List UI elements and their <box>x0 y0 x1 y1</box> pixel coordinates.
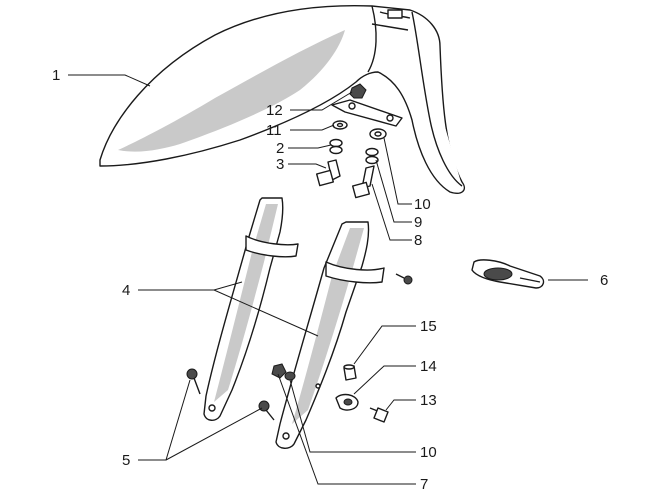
fork-cover-left <box>203 197 299 421</box>
screw-5b <box>258 400 275 421</box>
mounting-bracket <box>331 99 403 127</box>
nut-12 <box>349 83 367 99</box>
washer-11 <box>332 120 348 130</box>
washer-9 <box>365 147 379 165</box>
screw-13 <box>369 407 389 423</box>
callout-labels: 1 12 11 2 3 10 9 8 6 4 15 14 13 5 10 7 <box>52 67 608 493</box>
front-mudguard <box>99 4 466 194</box>
callout-9: 9 <box>414 214 422 231</box>
fork-cover-right <box>275 221 385 449</box>
callout-2: 2 <box>276 140 284 157</box>
spacer-15 <box>343 364 357 381</box>
washer-2 <box>329 138 343 155</box>
callout-10-upper: 10 <box>414 196 431 213</box>
screw-5a <box>186 368 201 395</box>
callout-15: 15 <box>420 318 437 335</box>
callout-4: 4 <box>122 282 130 299</box>
callout-13: 13 <box>420 392 437 409</box>
callout-12: 12 <box>266 102 283 119</box>
callout-14: 14 <box>420 358 437 375</box>
clamp-6 <box>471 259 545 289</box>
callout-5: 5 <box>122 452 130 469</box>
bolt-3 <box>315 159 341 187</box>
callout-8: 8 <box>414 232 422 249</box>
callout-11: 11 <box>266 122 282 139</box>
washer-10-upper <box>369 128 387 140</box>
nut-7 <box>271 363 287 379</box>
screw-small <box>395 273 413 285</box>
callout-1: 1 <box>52 67 60 84</box>
leader-lines <box>68 74 588 485</box>
callout-3: 3 <box>276 156 284 173</box>
callout-7: 7 <box>420 476 428 493</box>
bolt-8 <box>351 165 375 199</box>
washer-10-lower <box>284 371 296 381</box>
callout-6: 6 <box>600 272 608 289</box>
clip-14 <box>335 393 359 411</box>
callout-10-lower: 10 <box>420 444 437 461</box>
